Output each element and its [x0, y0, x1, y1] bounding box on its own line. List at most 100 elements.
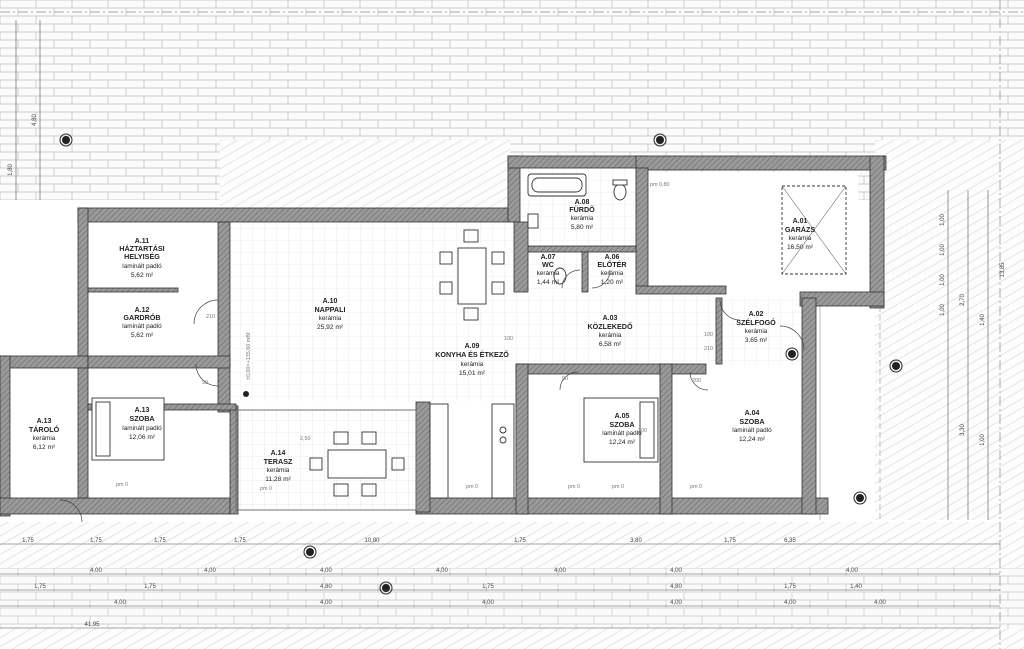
door-garage	[719, 299, 741, 321]
room-label-szoba05: A.05 SZOBA laminált padló 12,24 m²	[602, 413, 642, 446]
level-marker	[653, 133, 667, 147]
room-label-terasz: A.14 TERASZ kerámia 11,28 m²	[264, 450, 293, 483]
svg-text:3,65 m²: 3,65 m²	[745, 337, 768, 344]
dim-bottom3-0: 1,75	[34, 584, 46, 590]
wall-kitchen-south	[415, 401, 431, 513]
dim-bottom3-2: 4,80	[320, 584, 332, 590]
svg-text:A.07: A.07	[541, 254, 556, 261]
svg-text:SZOBA: SZOBA	[739, 417, 764, 426]
dim-bottom1-2: 1,75	[154, 538, 166, 544]
room-label-eloter: A.06 ELŐTÉR kerámia 1,20 m²	[597, 254, 627, 286]
svg-text:SZOBA: SZOBA	[609, 420, 634, 429]
svg-text:laminált padló: laminált padló	[122, 323, 162, 330]
floor-eloter	[588, 252, 634, 290]
level-marker	[853, 491, 867, 505]
door-szoba05	[559, 371, 579, 391]
toilet-bath	[612, 179, 628, 201]
svg-text:A.04: A.04	[745, 410, 760, 417]
elevation-pm-0: pm 0	[116, 482, 128, 488]
dim-right-6: 3,30	[960, 424, 966, 436]
svg-text:A.05: A.05	[615, 413, 630, 420]
wc-toilet	[553, 267, 567, 285]
kitchen-counter	[429, 403, 515, 499]
terasz-border	[235, 409, 417, 511]
svg-text:kerámia: kerámia	[33, 435, 56, 442]
svg-text:TERASZ: TERASZ	[264, 457, 293, 466]
wall-haz-gar-split	[87, 287, 179, 293]
dim-bottom1-1: 1,75	[90, 538, 102, 544]
dim-inner-3: 90	[202, 380, 208, 386]
elevation-pm-2: pm 0	[466, 484, 478, 490]
room-label-garazs: A.01 GARÁZS kerámia 16,50 m²	[785, 218, 816, 251]
paving-bottom	[0, 568, 1024, 628]
dim-bottom4-2: 4,00	[482, 600, 494, 606]
svg-text:6,12 m²: 6,12 m²	[33, 444, 56, 451]
bathtub	[527, 173, 587, 197]
paving-left-strip	[0, 0, 95, 200]
wall-south-east	[415, 497, 829, 515]
svg-text:kerámia: kerámia	[537, 270, 560, 277]
dim-inner-6: 200	[692, 378, 701, 384]
svg-text:12,24 m²: 12,24 m²	[739, 436, 766, 443]
dim-inner-0: 100	[504, 336, 513, 342]
svg-text:A.10: A.10	[323, 298, 338, 305]
level-markers	[59, 133, 903, 595]
level-marker	[243, 391, 249, 397]
svg-text:A.12: A.12	[135, 307, 150, 314]
svg-text:kerámia: kerámia	[745, 328, 768, 335]
door-szoba13	[195, 363, 219, 387]
bed-szoba13	[91, 397, 165, 461]
dim-bottom1-4: 10,80	[364, 538, 380, 544]
svg-text:kerámia: kerámia	[571, 215, 594, 222]
dim-bottom2-6: 4,00	[846, 568, 858, 574]
dim-bottom3-1: 1,75	[144, 584, 156, 590]
svg-text:kerámia: kerámia	[319, 315, 342, 322]
garage-car-outline	[781, 185, 847, 275]
svg-text:5,62 m²: 5,62 m²	[131, 332, 154, 339]
svg-text:A.13: A.13	[135, 407, 150, 414]
svg-text:12,24 m²: 12,24 m²	[609, 439, 636, 446]
svg-text:laminált padló: laminált padló	[122, 425, 162, 432]
dim-left-1: 1,80	[8, 164, 14, 176]
dim-bottom4-1: 4,00	[320, 600, 332, 606]
dim-right-5: 2,70	[960, 294, 966, 306]
wall-south-terasz-edge	[229, 405, 239, 515]
svg-text:kerámia: kerámia	[267, 467, 290, 474]
level-marker	[785, 347, 799, 361]
svg-text:HELYISÉG: HELYISÉG	[124, 252, 160, 261]
door-szoba04	[689, 371, 709, 391]
svg-text:A.09: A.09	[465, 343, 480, 350]
dim-right-2: 1,00	[940, 274, 946, 286]
dim-bottom1-3: 1,75	[234, 538, 246, 544]
dim-bottom1-6: 3,80	[630, 538, 642, 544]
svg-text:GARDRÓB: GARDRÓB	[123, 313, 160, 322]
svg-text:A.13: A.13	[37, 418, 52, 425]
svg-text:1,20 m²: 1,20 m²	[601, 279, 624, 286]
svg-text:A.03: A.03	[603, 315, 618, 322]
dim-bottom1-5: 1,75	[514, 538, 526, 544]
dim-bottom2-5: 4,00	[670, 568, 682, 574]
door-tarolo	[59, 499, 83, 523]
dim-bottom2-0: 4,00	[90, 568, 102, 574]
dim-bottom3-3: 1,75	[482, 584, 494, 590]
dim-bottom1-8: 6,35	[784, 538, 796, 544]
room-label-szoba04: A.04 SZOBA laminált padló 12,24 m²	[732, 410, 772, 443]
wall-west-tarolo	[0, 355, 89, 369]
floor-tarolo	[8, 368, 80, 500]
dim-inner-8: 2,50	[300, 436, 311, 442]
wall-south-west	[0, 497, 231, 515]
dim-bottom4-5: 4,00	[874, 600, 886, 606]
bed-szoba05	[583, 397, 659, 463]
dim-inner-4: 90	[562, 376, 568, 382]
svg-text:1,44 m²: 1,44 m²	[537, 279, 560, 286]
dim-total: 41,95	[84, 622, 100, 628]
dim-right-0: 1,00	[940, 214, 946, 226]
wall-north-bath-top	[507, 155, 647, 169]
wall-north-garage	[635, 155, 887, 171]
svg-text:WC: WC	[542, 260, 554, 269]
door-gardrob	[193, 299, 219, 325]
room-label-furdo: A.08 FÜRDŐ kerámia 5,80 m²	[569, 199, 595, 231]
door-eloter	[591, 269, 611, 289]
wall-west-outer	[0, 355, 11, 517]
svg-text:FÜRDŐ: FÜRDŐ	[569, 205, 595, 214]
